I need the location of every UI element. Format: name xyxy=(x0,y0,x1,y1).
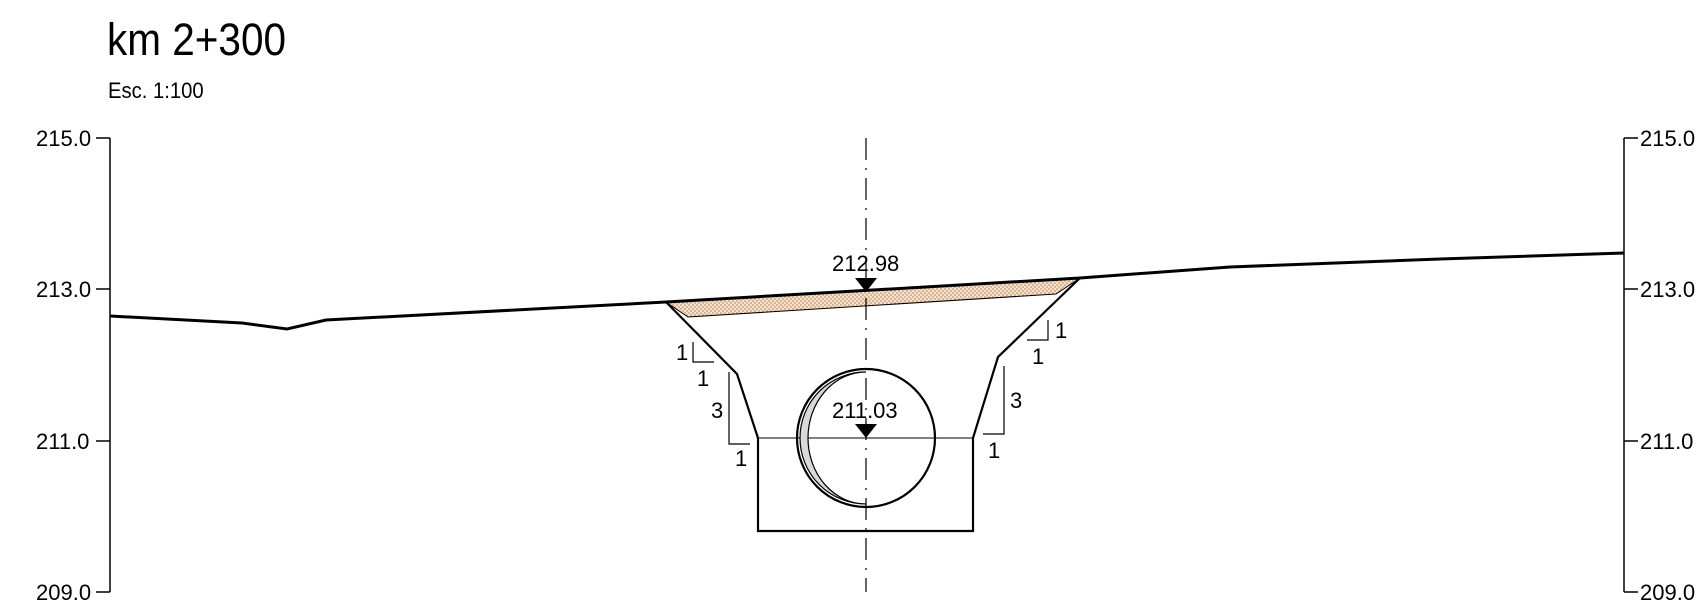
top-level-label: 212.98 xyxy=(832,251,899,276)
top-level-marker: 212.98 xyxy=(832,251,899,292)
left-lower-slope-rise: 3 xyxy=(711,398,723,423)
left-upper-slope-indicator: 1 1 xyxy=(676,340,714,391)
left-lower-slope-indicator: 3 1 xyxy=(711,372,750,471)
pipe-level-marker: 211.03 xyxy=(832,398,898,438)
right-tick-label-215: 215.0 xyxy=(1640,126,1695,151)
left-upper-slope-rise: 1 xyxy=(676,340,688,365)
right-lower-slope-run: 1 xyxy=(988,438,1000,463)
right-tick-label-213: 213.0 xyxy=(1640,277,1695,302)
left-tick-label-211: 211.0 xyxy=(36,429,89,454)
left-tick-label-209: 209.0 xyxy=(36,580,91,605)
section-title: km 2+300 xyxy=(107,14,286,65)
right-upper-slope-run: 1 xyxy=(1032,344,1044,369)
right-tick-label-209: 209.0 xyxy=(1640,580,1695,605)
left-upper-slope-run: 1 xyxy=(697,366,709,391)
right-upper-slope-rise: 1 xyxy=(1055,318,1067,343)
left-lower-slope-run: 1 xyxy=(735,446,747,471)
pipe-level-label: 211.03 xyxy=(832,398,898,423)
right-lower-slope-rise: 3 xyxy=(1010,388,1022,413)
scale-label: Esc. 1:100 xyxy=(108,78,204,103)
left-tick-label-215: 215.0 xyxy=(36,126,91,151)
right-upper-slope-indicator: 1 1 xyxy=(1027,318,1067,369)
right-tick-label-211: 211.0 xyxy=(1640,429,1693,454)
left-tick-label-213: 213.0 xyxy=(36,277,91,302)
right-elevation-axis: 215.0 213.0 211.0 209.0 xyxy=(1623,126,1695,605)
left-elevation-axis: 215.0 213.0 211.0 209.0 xyxy=(36,126,111,605)
right-lower-slope-indicator: 3 1 xyxy=(983,366,1022,463)
trench-outline xyxy=(665,277,1081,533)
pipe-cross-section xyxy=(795,367,937,509)
